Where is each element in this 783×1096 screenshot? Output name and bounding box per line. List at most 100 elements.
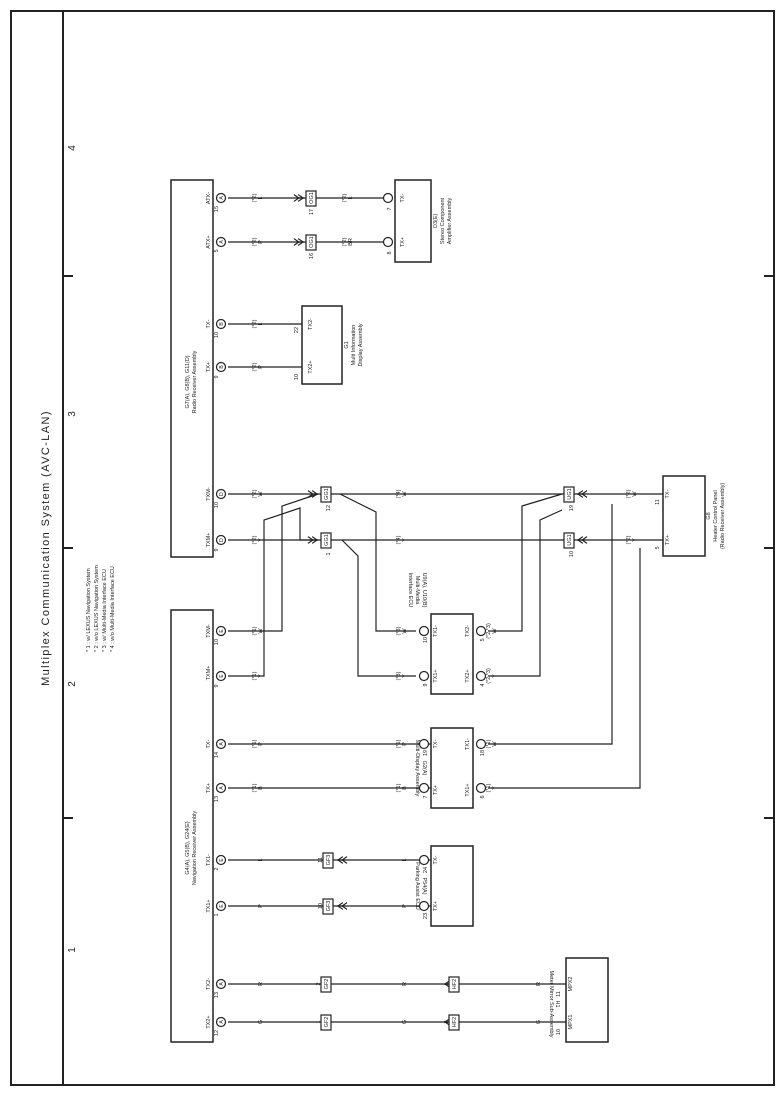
mdisp-pin-label: TX1+: [465, 783, 471, 796]
pin-number: 10: [423, 637, 429, 643]
junction-label: GF3: [326, 855, 332, 866]
terminal: [215, 854, 227, 866]
wire-color: Y: [258, 538, 264, 542]
pin-number: 9: [214, 375, 220, 378]
radio-pin-label: TX-: [206, 319, 212, 328]
navigation-receiver-box: [170, 609, 214, 1043]
parking-assist-box: [430, 845, 474, 927]
junction-connector: [322, 898, 334, 915]
junction-pin-number: 19: [569, 505, 575, 511]
wire: [228, 493, 319, 632]
mdisp-pin-label: TX+: [433, 785, 439, 795]
wire-color: W: [632, 491, 638, 497]
wire-color: W: [258, 491, 264, 497]
terminal-letter: A: [219, 240, 225, 244]
variant-note: (*1): [396, 739, 402, 748]
radio-pin-label: TXM-: [206, 487, 212, 501]
pin-number: 10: [214, 502, 220, 508]
terminal-letter: A: [219, 786, 225, 790]
pin-number: 2: [214, 867, 220, 870]
junction-connector: [320, 1014, 332, 1031]
heater-name: (Radio Receiver Assembly): [720, 483, 726, 549]
pin-number: 10: [556, 1029, 562, 1035]
wire-color: W: [258, 628, 264, 634]
junction-pin-number: 12: [326, 505, 332, 511]
pin-number: 7: [387, 207, 393, 210]
meter-name: Meter Mirror Sub-Assembly: [548, 971, 554, 1038]
terminal: [215, 782, 227, 794]
junction-label: UG1: [567, 534, 573, 545]
wire-color: L: [258, 322, 264, 325]
terminal: [215, 236, 227, 248]
junction-label: OG1: [309, 236, 315, 248]
nav-pin-label: TX2+: [206, 1015, 212, 1028]
variant-note: (*2 *3): [486, 668, 492, 684]
section-label-1: 1: [67, 947, 78, 953]
nav-pin-label: TX+: [206, 783, 212, 793]
meter-mirror-box: [565, 957, 609, 1043]
junction-pin-number: 1: [326, 552, 332, 555]
wire-color: P: [258, 742, 264, 746]
pin-number: 15: [214, 206, 220, 212]
radio-code: G7(A), G8(B), G11(D): [185, 355, 191, 408]
heater-pin-label: TX-: [665, 489, 671, 498]
wire-color: W: [402, 628, 408, 634]
mmi-pin-label: TX1-: [433, 625, 439, 637]
footnote: * 2 : w/o LEXUS Navigation System: [94, 565, 100, 652]
variant-note: (*2): [626, 535, 632, 544]
terminal: [215, 738, 227, 750]
radio-name: Radio Receiver Assembly: [192, 350, 198, 413]
wire-color: P: [258, 240, 264, 244]
junction-pin-number: 16: [309, 253, 315, 259]
terminal: [418, 900, 430, 912]
meter-pin-label: MPX1: [568, 1015, 574, 1030]
mdisp-pin-label: TX-: [433, 739, 439, 748]
terminal-letter: A: [219, 196, 225, 200]
junction-pin-number: 1: [444, 982, 450, 985]
heater-code: G8: [706, 512, 712, 519]
pin-number: 9: [423, 683, 429, 686]
wire-color: P: [402, 742, 408, 746]
junction-connector: [305, 190, 317, 207]
wire-color: G: [536, 1020, 542, 1024]
nav-pin-label: TX1+: [206, 899, 212, 912]
junction-label: UG1: [567, 488, 573, 499]
wire-color: R: [258, 982, 264, 986]
nav-pin-label: TXM-: [206, 624, 212, 638]
junction-connector: [305, 234, 317, 251]
junction-pin-number: 17: [309, 209, 315, 215]
terminal: [475, 625, 487, 637]
stereo-pin-label: TX+: [400, 237, 406, 247]
pin-number: 22: [294, 327, 300, 333]
terminal: [215, 318, 227, 330]
variant-note: (*1): [486, 739, 492, 748]
section-label-4: 4: [67, 145, 78, 151]
mid-name: Display Assembly: [358, 323, 364, 366]
variant-note: (*3): [396, 671, 402, 680]
pin-number: 14: [214, 752, 220, 758]
mmi-pin-label: TX2+: [465, 669, 471, 682]
terminal-letter: B: [219, 365, 225, 369]
pin-number: 10: [214, 639, 220, 645]
variant-note: (*2 *3): [486, 623, 492, 639]
pin-number: 18: [480, 750, 486, 756]
junction-connector: [320, 486, 332, 503]
wire: [488, 509, 563, 677]
wire-color: R: [402, 982, 408, 986]
wire-color: P: [402, 904, 408, 908]
junction-label: HF2: [452, 1017, 458, 1027]
footnote: * 3 : w/ Multi-Media Interface ECU: [102, 569, 108, 652]
wire-color: Y: [492, 674, 498, 678]
footnote: * 1 : w/ LEXUS Navigation System: [86, 568, 92, 652]
variant-note: (*1): [252, 739, 258, 748]
nav-code: G4(A), G5(B), G24(E): [185, 821, 191, 874]
junction-label: GG1: [324, 534, 330, 546]
wire-color: Y: [492, 786, 498, 790]
pin-number: 6: [480, 795, 486, 798]
pin-number: 9: [214, 684, 220, 687]
junction-connector: [320, 976, 332, 993]
terminal: [418, 782, 430, 794]
section-ticks: [63, 275, 774, 819]
junction-connector: [322, 852, 334, 869]
terminal: [215, 192, 227, 204]
